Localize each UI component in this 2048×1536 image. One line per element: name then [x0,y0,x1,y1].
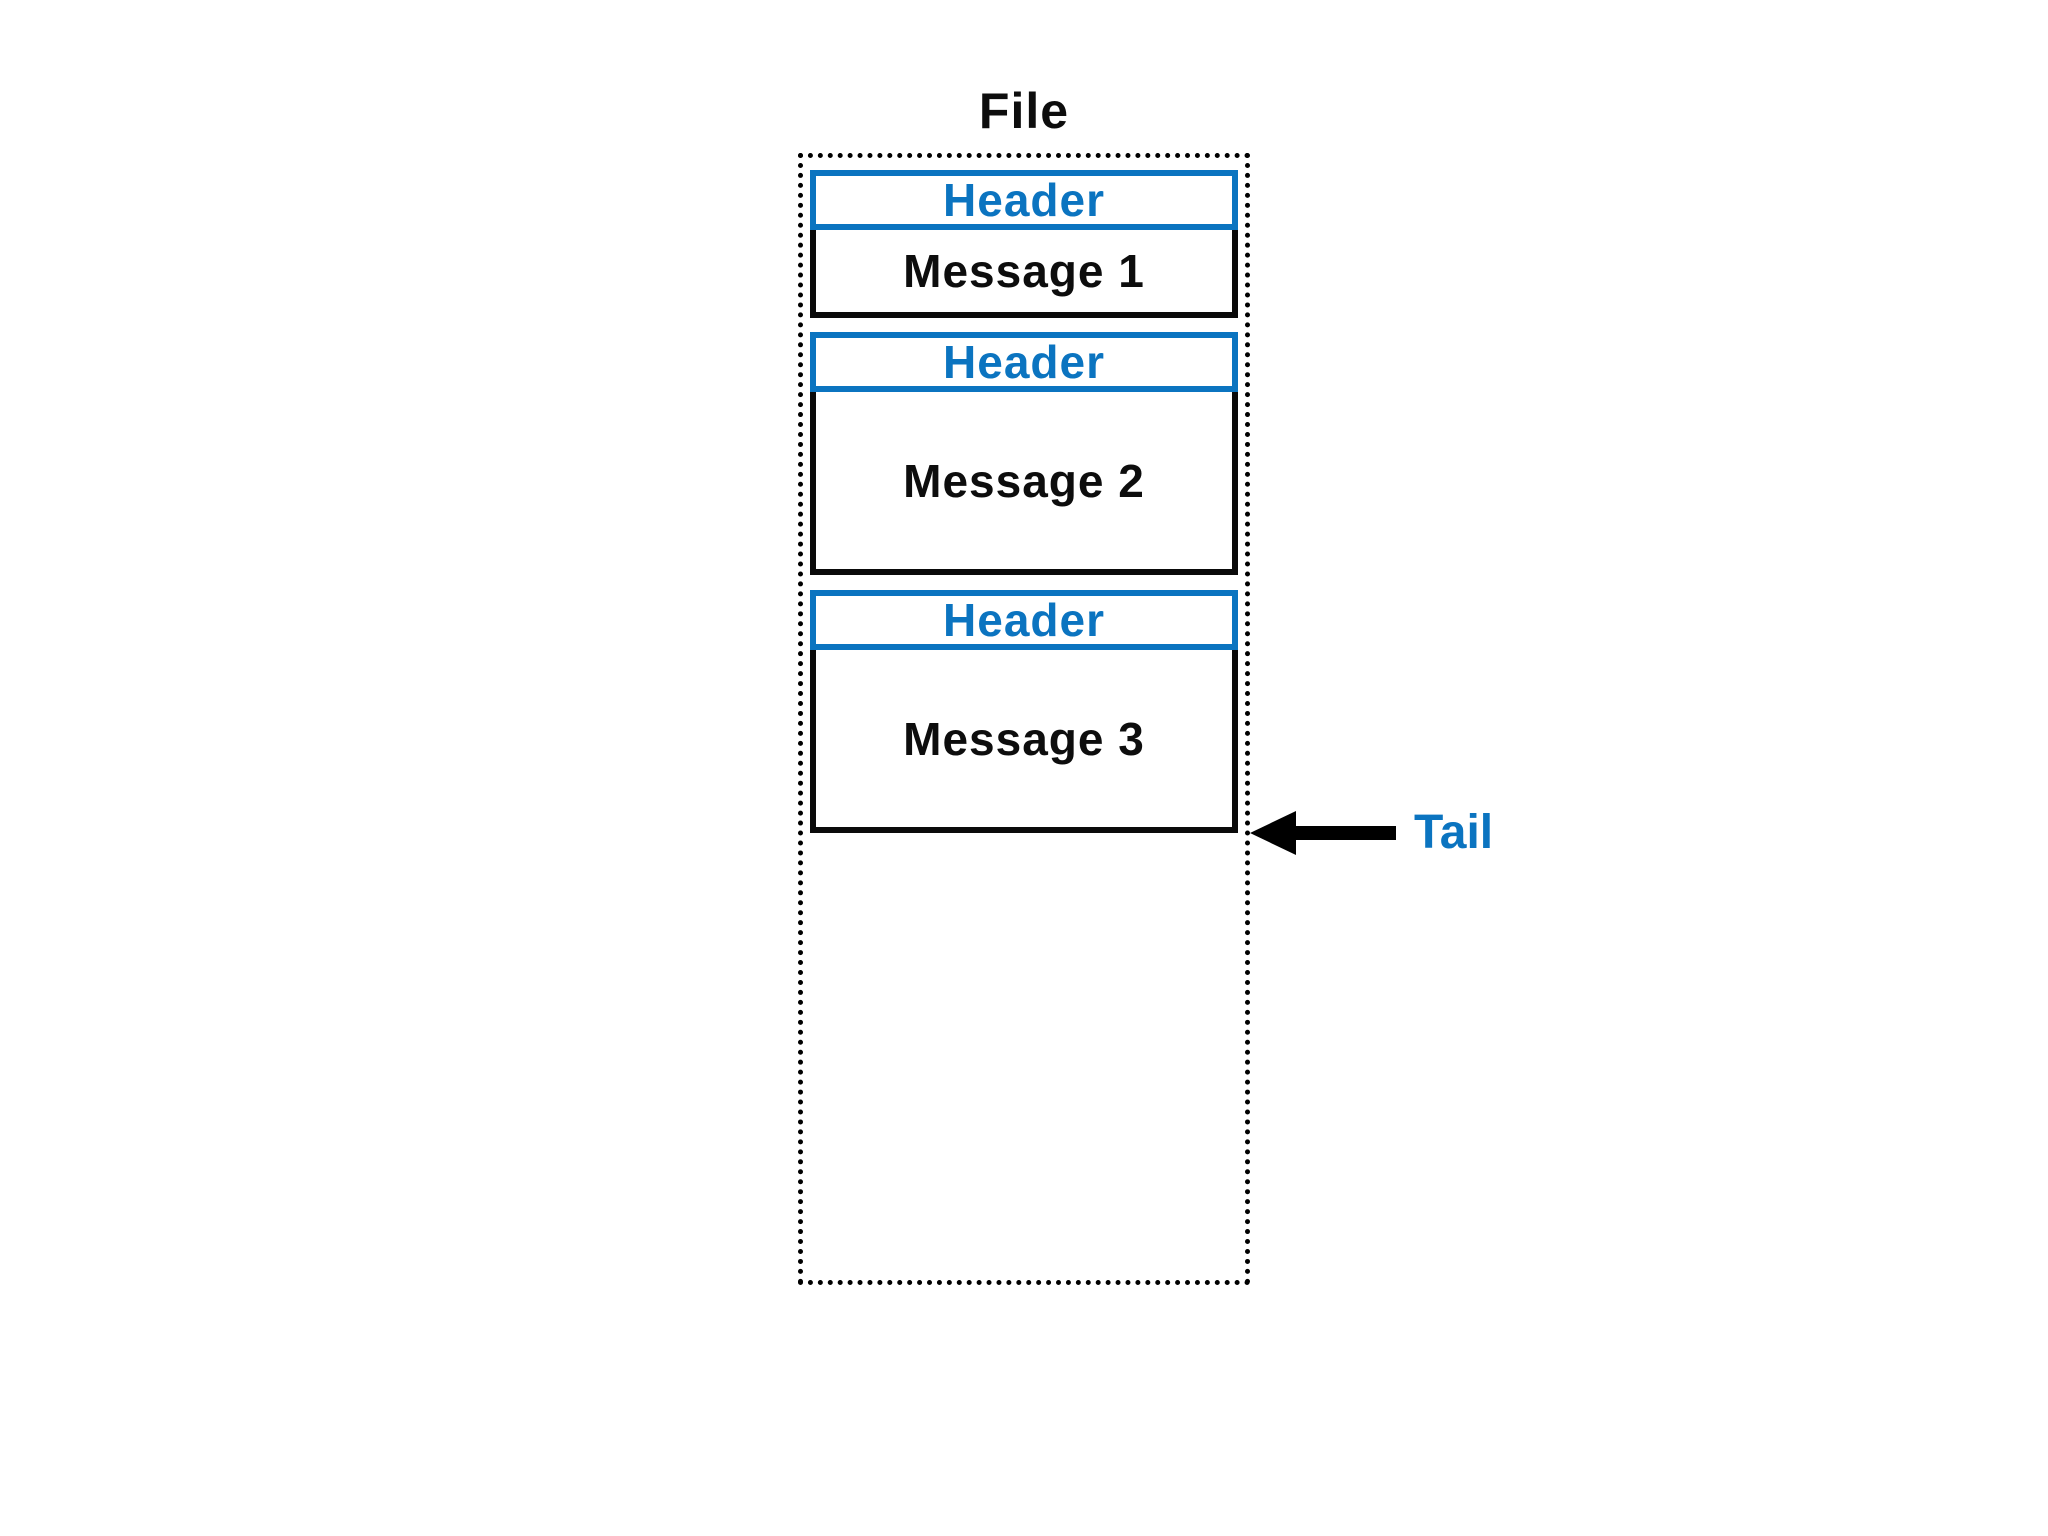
message-box-1: Message 1 [810,224,1238,318]
message-box-2: Message 2 [810,386,1238,575]
message-group-3: Header Message 3 [810,590,1238,833]
tail-label: Tail [1414,806,1494,859]
file-container: Header Message 1 Header Message 2 Header… [798,153,1250,1285]
message-group-1: Header Message 1 [810,170,1238,318]
tail-pointer: Tail [1250,805,1493,861]
left-arrow-icon [1250,805,1400,861]
header-box-3: Header [810,590,1238,650]
message-label-3: Message 3 [903,712,1145,765]
message-label-1: Message 1 [903,245,1145,297]
message-group-2: Header Message 2 [810,332,1238,575]
file-title: File [978,83,1070,139]
header-box-2: Header [810,332,1238,392]
header-box-1: Header [810,170,1238,230]
message-label-2: Message 2 [903,454,1145,507]
header-label-3: Header [943,594,1105,646]
header-label-1: Header [943,174,1105,226]
header-label-2: Header [943,336,1105,388]
message-box-3: Message 3 [810,644,1238,833]
